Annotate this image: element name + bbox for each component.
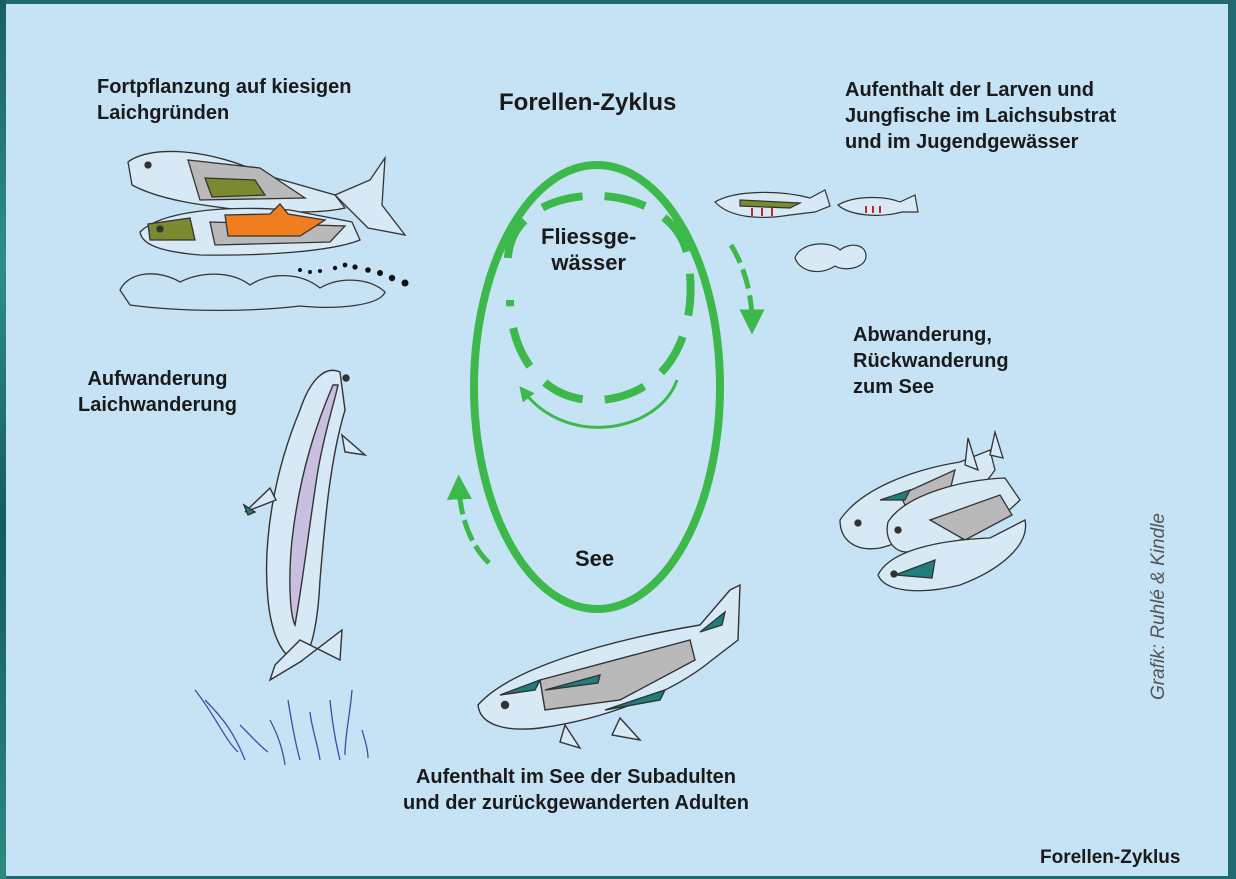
graphic-credit: Grafik: Ruhlé & Kindle xyxy=(1148,513,1170,700)
upstream-arrow xyxy=(459,487,489,563)
downstream-stage-label: Abwanderung, Rückwanderung zum See xyxy=(853,322,1009,400)
juvenile-fish-illustration xyxy=(715,190,918,272)
upstream-stage-label: Aufwanderung Laichwanderung xyxy=(78,366,237,418)
lake-stage-label: Aufenthalt im See der Subadulten und der… xyxy=(403,764,749,816)
spawning-fish-illustration xyxy=(120,151,409,310)
migrating-fish-group-illustration xyxy=(840,432,1026,591)
water-plants-illustration xyxy=(195,690,368,765)
footer-caption: Forellen-Zyklus xyxy=(1040,845,1180,871)
diagram-title: Forellen-Zyklus xyxy=(499,89,676,117)
spawning-stage-label: Fortpflanzung auf kiesigen Laichgründen xyxy=(97,74,351,126)
larvae-stage-label: Aufenthalt der Larven und Jungfische im … xyxy=(845,77,1116,155)
stream-waters-label: Fliessge- wässer xyxy=(541,224,636,276)
upstream-trout-illustration xyxy=(244,370,365,680)
downstream-arrow xyxy=(731,245,752,322)
lake-label: See xyxy=(575,546,614,572)
